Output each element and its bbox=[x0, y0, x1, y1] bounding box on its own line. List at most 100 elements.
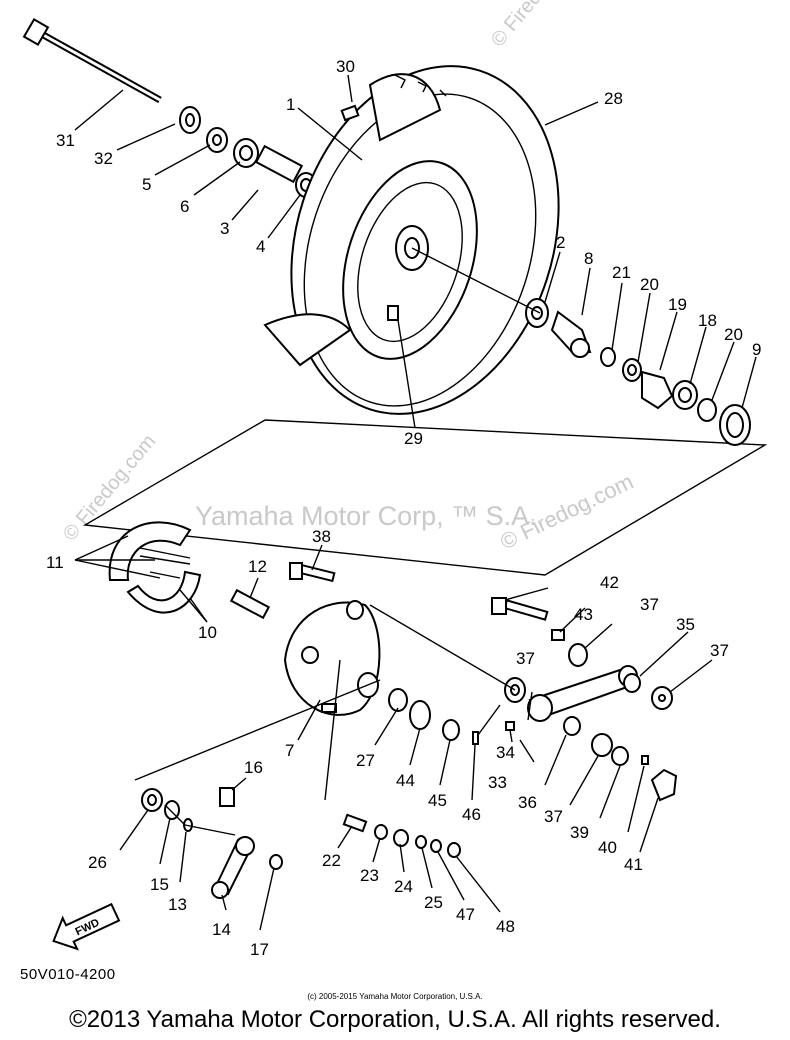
callout-25: 25 bbox=[424, 893, 443, 912]
circlip-21 bbox=[600, 347, 616, 367]
callout-40: 40 bbox=[598, 838, 617, 857]
fwd-arrow: FWD bbox=[52, 902, 121, 951]
callout-37d: 37 bbox=[544, 807, 563, 826]
callout-18: 18 bbox=[698, 311, 717, 330]
collar-36 bbox=[563, 716, 581, 736]
callout-33: 33 bbox=[488, 773, 507, 792]
watermark-top: © Firedog bbox=[487, 0, 560, 51]
assembly-outline bbox=[82, 419, 768, 576]
callout-41: 41 bbox=[624, 855, 643, 874]
seal-23 bbox=[374, 824, 388, 840]
callout-13: 13 bbox=[168, 895, 187, 914]
callout-27: 27 bbox=[356, 751, 375, 770]
callout-28: 28 bbox=[604, 89, 623, 108]
callout-17: 17 bbox=[250, 940, 269, 959]
nut-48 bbox=[447, 842, 461, 858]
oil-seal-5 bbox=[206, 127, 228, 153]
callout-10: 10 bbox=[198, 623, 217, 642]
bolt-42 bbox=[491, 597, 549, 621]
washer-25 bbox=[415, 835, 427, 849]
diagram-code: 50V010-4200 bbox=[20, 966, 116, 983]
washer-20a bbox=[622, 358, 642, 382]
callout-2: 2 bbox=[556, 233, 565, 252]
cap-41 bbox=[650, 768, 678, 802]
cam-shaft-22 bbox=[342, 813, 368, 833]
callout-4: 4 bbox=[256, 237, 265, 256]
valve-29 bbox=[387, 305, 399, 321]
callout-3: 3 bbox=[220, 219, 229, 238]
callout-35: 35 bbox=[676, 615, 695, 634]
cam-12 bbox=[229, 588, 271, 620]
watermark-center: Yamaha Motor Corp, ™ S.A. bbox=[195, 501, 537, 531]
leader-lines bbox=[74, 74, 757, 931]
callout-22: 22 bbox=[322, 851, 341, 870]
small-copyright: (c) 2005-2015 Yamaha Motor Corporation, … bbox=[307, 992, 483, 1001]
callout-30: 30 bbox=[336, 57, 355, 76]
callout-31: 31 bbox=[56, 131, 75, 150]
wheel-assembly bbox=[263, 65, 560, 415]
callout-45: 45 bbox=[428, 791, 447, 810]
callout-36: 36 bbox=[518, 793, 537, 812]
brake-plate bbox=[283, 600, 381, 716]
bearing-6 bbox=[233, 138, 259, 168]
seal-26 bbox=[141, 788, 163, 812]
callout-23: 23 bbox=[360, 866, 379, 885]
callout-15: 15 bbox=[150, 875, 169, 894]
bearing-2 bbox=[525, 298, 549, 328]
callout-20a: 20 bbox=[640, 275, 659, 294]
cam-lever-14 bbox=[211, 836, 255, 899]
collar-44 bbox=[409, 700, 431, 730]
nut-39 bbox=[611, 746, 629, 766]
gear-18 bbox=[672, 380, 698, 410]
collar-32 bbox=[179, 106, 201, 134]
callout-37b: 37 bbox=[640, 595, 659, 614]
callout-6: 6 bbox=[180, 197, 189, 216]
callout-46: 46 bbox=[462, 805, 481, 824]
collar-8 bbox=[550, 310, 592, 358]
callout-24: 24 bbox=[394, 877, 413, 896]
washer-15 bbox=[164, 800, 180, 820]
callouts: 1 2 3 4 5 6 7 8 9 10 11 12 13 14 15 16 1… bbox=[46, 57, 761, 959]
callout-12: 12 bbox=[248, 557, 267, 576]
plate-19 bbox=[641, 370, 674, 410]
callout-42: 42 bbox=[600, 573, 619, 592]
callout-16: 16 bbox=[244, 758, 263, 777]
callout-37a: 37 bbox=[516, 649, 535, 668]
callout-29: 29 bbox=[404, 429, 423, 448]
brake-shoes bbox=[108, 521, 202, 614]
callout-1: 1 bbox=[286, 95, 295, 114]
washer-20b bbox=[697, 398, 717, 422]
washer-27 bbox=[388, 688, 408, 712]
spacer-3 bbox=[254, 144, 304, 184]
callout-26: 26 bbox=[88, 853, 107, 872]
bolt-16 bbox=[219, 787, 235, 807]
oil-seal-9 bbox=[719, 404, 751, 446]
callout-5: 5 bbox=[142, 175, 151, 194]
callout-38: 38 bbox=[312, 527, 331, 546]
nut-17 bbox=[269, 854, 283, 870]
callout-8: 8 bbox=[584, 249, 593, 268]
callout-21: 21 bbox=[612, 263, 631, 282]
weight-30 bbox=[340, 104, 360, 122]
callout-9: 9 bbox=[752, 340, 761, 359]
washer-43 bbox=[551, 629, 565, 641]
callout-7: 7 bbox=[285, 741, 294, 760]
callout-20b: 20 bbox=[724, 325, 743, 344]
washer-37d bbox=[591, 733, 613, 757]
pin-46 bbox=[472, 731, 479, 745]
callout-43: 43 bbox=[574, 605, 593, 624]
bush-37a bbox=[568, 643, 588, 667]
collar-35 bbox=[623, 673, 641, 693]
callout-19: 19 bbox=[668, 295, 687, 314]
nut-45 bbox=[442, 719, 460, 741]
bolt-38 bbox=[289, 561, 336, 583]
axle bbox=[22, 17, 162, 104]
callout-44: 44 bbox=[396, 771, 415, 790]
indicator-24 bbox=[393, 829, 409, 847]
callout-34: 34 bbox=[496, 743, 515, 762]
washer-37c bbox=[651, 686, 673, 710]
washer-47 bbox=[430, 839, 442, 853]
pin-34 bbox=[505, 721, 515, 731]
callout-47: 47 bbox=[456, 905, 475, 924]
